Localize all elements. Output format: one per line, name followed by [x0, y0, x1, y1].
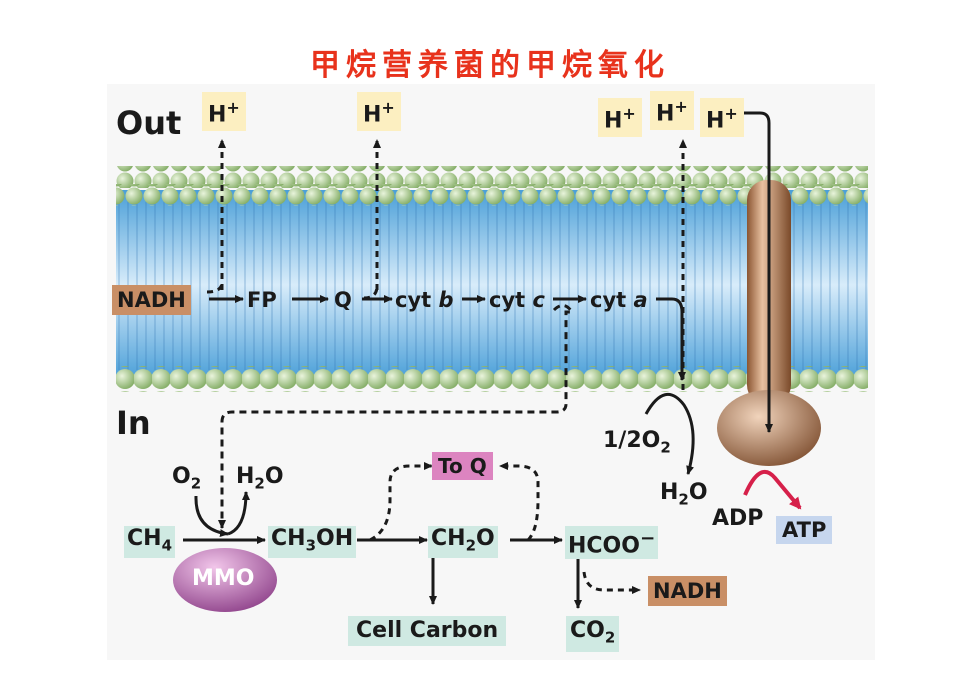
proton-box-2: H+: [357, 92, 401, 132]
proton-flow-arrow: [740, 111, 773, 433]
pathway-nadh: NADH: [648, 576, 727, 606]
inner-lipid-heads: [116, 366, 868, 392]
atp-label: ATP: [776, 516, 833, 544]
methane: CH4: [124, 526, 175, 559]
h2o-output: H2O: [236, 464, 284, 493]
cell-carbon: Cell Carbon: [348, 616, 507, 646]
slide-title: 甲烷营养菌的甲烷氧化: [310, 48, 670, 83]
proton-box-1: H+: [202, 92, 246, 132]
formate: HCOO−: [565, 526, 659, 560]
outer-lipid-heads: [116, 166, 868, 188]
chain-fp: FP: [247, 288, 277, 312]
electron-return-path: [218, 304, 575, 529]
oxygen-reduction-arrow: [644, 393, 695, 475]
half-oxygen: 1/2O2: [603, 428, 671, 457]
chain-nadh: NADH: [112, 285, 191, 315]
mmo-enzyme: [173, 548, 277, 612]
o2-input: O2: [172, 464, 202, 493]
chain-cyt-c: cyt c: [489, 288, 545, 312]
adp-atp-arrow: [743, 469, 802, 510]
formaldehyde: CH2O: [428, 526, 498, 559]
adp-label: ADP: [712, 506, 764, 531]
mmo-label: MMO: [192, 566, 255, 591]
chain-q: Q: [334, 288, 352, 312]
proton-box-5: H+: [700, 98, 744, 138]
chain-cyt-a: cyt a: [590, 288, 648, 312]
carbon-dioxide: CO2: [566, 616, 620, 653]
out-label: Out: [116, 104, 182, 142]
water-product: H2O: [660, 480, 708, 509]
methanol: CH3OH: [268, 526, 357, 559]
to-q-label: To Q: [432, 452, 493, 480]
proton-box-3: H+: [598, 98, 642, 138]
chain-cyt-b: cyt b: [395, 288, 454, 312]
in-label: In: [116, 404, 151, 442]
proton-box-4: H+: [650, 91, 694, 131]
